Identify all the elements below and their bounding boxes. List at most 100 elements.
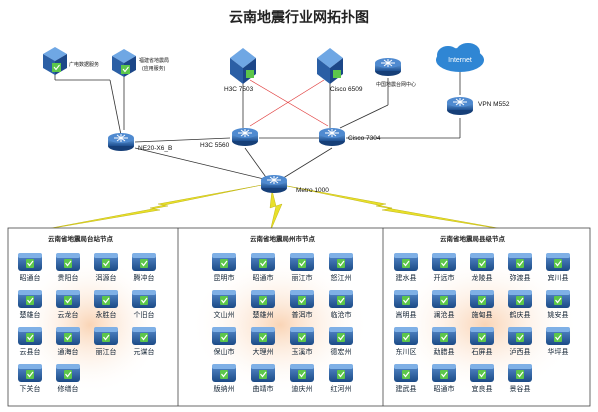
node-label: 泸西县 bbox=[510, 347, 531, 356]
node-label: 迪庆州 bbox=[292, 384, 313, 393]
node-label: 玉溪市 bbox=[292, 347, 313, 356]
core-links bbox=[54, 68, 461, 181]
node-label: 保山市 bbox=[214, 347, 235, 356]
list-item[interactable]: 勐腊县 bbox=[431, 326, 457, 356]
cisco7304-router-icon[interactable] bbox=[318, 127, 346, 147]
list-item[interactable]: 普洱市 bbox=[289, 289, 315, 319]
list-item[interactable]: 建武县 bbox=[393, 363, 419, 393]
switch-icon bbox=[17, 252, 43, 272]
switch-icon bbox=[250, 363, 276, 383]
cisco6509-switch[interactable] bbox=[317, 48, 343, 84]
zgdzt-router-icon[interactable] bbox=[374, 57, 402, 77]
list-item[interactable]: 红河州 bbox=[328, 363, 354, 393]
list-item[interactable]: 施甸县 bbox=[469, 289, 495, 319]
node-label: 建水县 bbox=[396, 273, 417, 282]
list-item[interactable]: 泸西县 bbox=[507, 326, 533, 356]
switch-icon bbox=[289, 289, 315, 309]
vpn-router-icon[interactable] bbox=[446, 96, 474, 116]
list-item[interactable]: 文山州 bbox=[211, 289, 237, 319]
list-item[interactable]: 楚雄州 bbox=[250, 289, 276, 319]
internet-label: Internet bbox=[448, 57, 472, 64]
list-item[interactable]: 下关台 bbox=[17, 363, 43, 393]
list-item[interactable]: 龙陵县 bbox=[469, 252, 495, 282]
list-item[interactable]: 修缮台 bbox=[55, 363, 81, 393]
h3c5560-router-icon[interactable] bbox=[231, 127, 259, 147]
list-item[interactable]: 通海台 bbox=[55, 326, 81, 356]
list-item[interactable]: 昭通市 bbox=[250, 252, 276, 282]
list-item[interactable]: 嵩明县 bbox=[393, 289, 419, 319]
switch-icon bbox=[328, 289, 354, 309]
list-item[interactable]: 腾冲台 bbox=[131, 252, 157, 282]
node-label: 开远市 bbox=[434, 273, 455, 282]
switch-icon bbox=[507, 252, 533, 272]
switch-icon bbox=[545, 326, 571, 346]
router-icon[interactable] bbox=[42, 46, 68, 76]
list-item[interactable]: 云龙台 bbox=[55, 289, 81, 319]
list-item[interactable]: 怒江州 bbox=[328, 252, 354, 282]
list-item[interactable]: 建水县 bbox=[393, 252, 419, 282]
list-item[interactable]: 华坪县 bbox=[545, 326, 571, 356]
switch-icon bbox=[328, 363, 354, 383]
list-item[interactable]: 丽江台 bbox=[93, 326, 119, 356]
list-item[interactable]: 保山市 bbox=[211, 326, 237, 356]
switch-icon bbox=[393, 363, 419, 383]
switch-icon bbox=[250, 326, 276, 346]
list-item[interactable]: 德宏州 bbox=[328, 326, 354, 356]
list-item[interactable]: 曲靖市 bbox=[250, 363, 276, 393]
switch-icon bbox=[289, 252, 315, 272]
list-item[interactable]: 姚安县 bbox=[545, 289, 571, 319]
list-item[interactable]: 迪庆州 bbox=[289, 363, 315, 393]
list-item[interactable]: 弥渡县 bbox=[507, 252, 533, 282]
list-item[interactable]: 云县台 bbox=[17, 326, 43, 356]
node-label: 下关台 bbox=[20, 384, 41, 393]
list-item[interactable]: 昭通市 bbox=[431, 363, 457, 393]
list-item[interactable]: 石屏县 bbox=[469, 326, 495, 356]
list-item[interactable]: 丽江市 bbox=[289, 252, 315, 282]
switch-icon bbox=[131, 252, 157, 272]
list-item[interactable]: 贵阳台 bbox=[55, 252, 81, 282]
list-item[interactable]: 个旧台 bbox=[131, 289, 157, 319]
internet-cloud[interactable]: Internet bbox=[436, 43, 484, 72]
switch-icon bbox=[431, 326, 457, 346]
node-label: 腾冲台 bbox=[134, 273, 155, 282]
node-label: 曲靖市 bbox=[253, 384, 274, 393]
switch-icon[interactable] bbox=[111, 48, 137, 78]
list-item[interactable]: 玉溪市 bbox=[289, 326, 315, 356]
metro-router-icon[interactable] bbox=[260, 174, 288, 194]
switch-icon bbox=[250, 252, 276, 272]
list-item[interactable]: 大理州 bbox=[250, 326, 276, 356]
list-item[interactable]: 永胜台 bbox=[93, 289, 119, 319]
list-item[interactable]: 临沧市 bbox=[328, 289, 354, 319]
node-label: 姚安县 bbox=[548, 310, 569, 319]
list-item[interactable]: 版纳州 bbox=[211, 363, 237, 393]
node-label: 贵阳台 bbox=[58, 273, 79, 282]
list-item[interactable]: 宜良县 bbox=[469, 363, 495, 393]
list-item[interactable]: 洱源台 bbox=[93, 252, 119, 282]
node-label: 宜良县 bbox=[472, 384, 493, 393]
panel-title-stations: 云南省地震局台站节点 bbox=[48, 234, 114, 243]
list-item[interactable]: 澜沧县 bbox=[431, 289, 457, 319]
node-label: 丽江台 bbox=[96, 347, 117, 356]
list-item[interactable]: 东川区 bbox=[393, 326, 419, 356]
redundant-links bbox=[249, 79, 329, 127]
node-label: 大理州 bbox=[253, 347, 274, 356]
h3c7503-switch[interactable] bbox=[230, 48, 256, 84]
zgdzt-label: 中国地震台网中心 bbox=[376, 81, 416, 88]
list-item[interactable]: 楚雄台 bbox=[17, 289, 43, 319]
node-label: 东川区 bbox=[396, 347, 417, 356]
switch-icon bbox=[431, 252, 457, 272]
vpn-label: VPN M552 bbox=[478, 101, 510, 108]
list-item[interactable]: 景谷县 bbox=[507, 363, 533, 393]
list-item[interactable]: 昆明市 bbox=[211, 252, 237, 282]
switch-icon bbox=[93, 326, 119, 346]
switch-icon bbox=[55, 326, 81, 346]
switch-icon bbox=[17, 289, 43, 309]
list-item[interactable]: 开远市 bbox=[431, 252, 457, 282]
list-item[interactable]: 元谋台 bbox=[131, 326, 157, 356]
list-item[interactable]: 昭通台 bbox=[17, 252, 43, 282]
list-item[interactable]: 鹤庆县 bbox=[507, 289, 533, 319]
ne20-router-icon[interactable] bbox=[107, 132, 135, 152]
list-item[interactable]: 宾川县 bbox=[545, 252, 571, 282]
node-label: 宾川县 bbox=[548, 273, 569, 282]
switch-icon bbox=[469, 252, 495, 272]
